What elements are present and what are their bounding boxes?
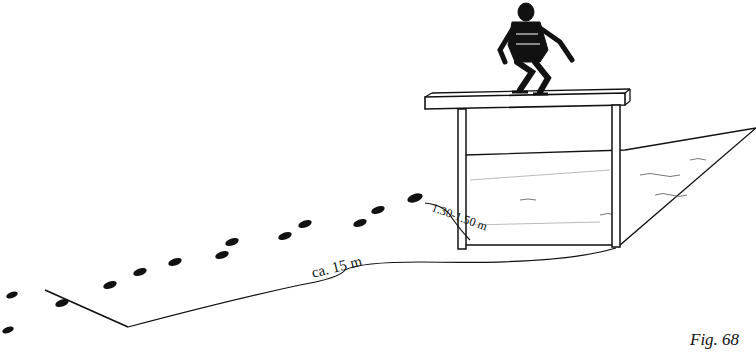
- water-ripples: [470, 159, 706, 226]
- water-pit: [465, 128, 756, 245]
- runner: [500, 3, 572, 94]
- footprints: [1, 192, 424, 335]
- dimension-label: ca. 15 m: [310, 253, 364, 282]
- barrier: [425, 89, 630, 249]
- figure-caption: Fig. 68: [690, 330, 739, 350]
- dimension-bracket: [128, 248, 616, 327]
- start-line: [45, 290, 128, 327]
